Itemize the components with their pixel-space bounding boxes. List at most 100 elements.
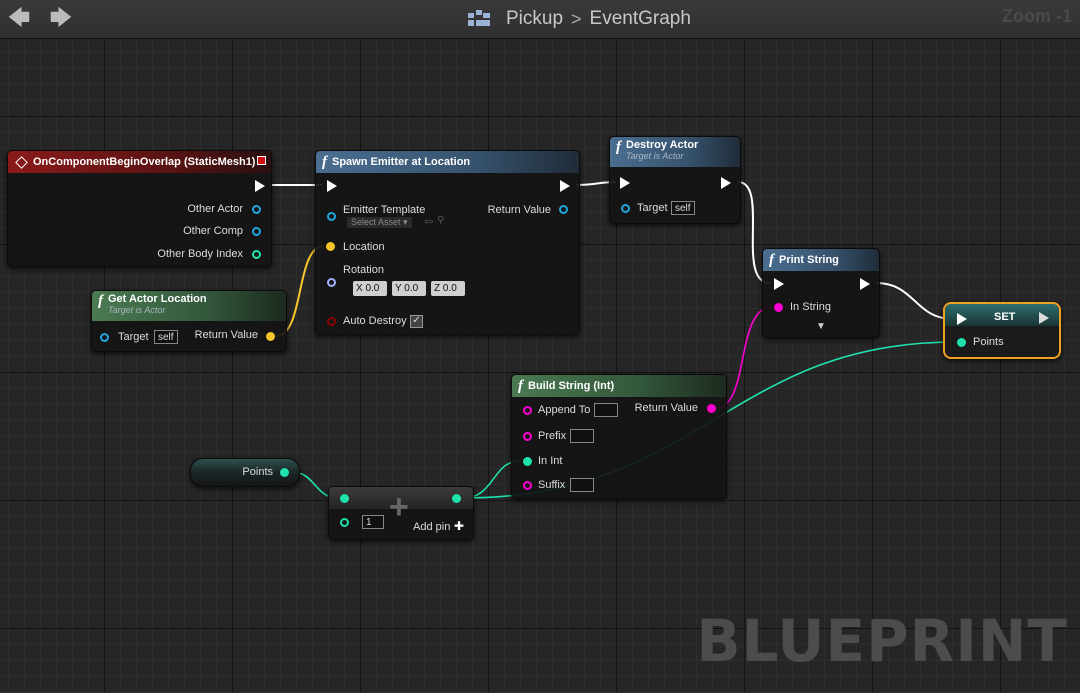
return-value-pin[interactable]	[707, 404, 716, 413]
event-diamond-icon	[15, 155, 28, 169]
forward-button[interactable]: 🡆	[48, 6, 74, 30]
pin-label: Prefix	[538, 430, 567, 442]
node-header: f Get Actor Location Target is Actor	[92, 291, 286, 321]
node-subtitle: Target is Actor	[626, 151, 684, 161]
exec-in-pin[interactable]	[620, 177, 630, 189]
browse-asset-icon[interactable]: ⇦	[424, 216, 434, 228]
zoom-level: Zoom -1	[1002, 6, 1072, 26]
other-comp-pin[interactable]	[252, 227, 261, 236]
pin-label: Return Value	[487, 204, 551, 216]
event-node-overlap[interactable]: OnComponentBeginOverlap (StaticMesh1) Ot…	[7, 150, 272, 267]
add-input-a-pin[interactable]	[340, 494, 349, 503]
points-output-pin[interactable]	[280, 468, 289, 477]
blueprint-watermark: BLUEPRINT	[696, 607, 1068, 675]
set-variable-node[interactable]: SET Points	[943, 302, 1061, 359]
suffix-pin[interactable]	[523, 481, 532, 490]
exec-in-pin[interactable]	[774, 278, 784, 290]
exec-in-pin[interactable]	[957, 313, 967, 325]
breadcrumb-graph[interactable]: EventGraph	[589, 8, 691, 29]
exec-wire-print-set	[875, 282, 954, 320]
select-asset-label: Select Asset	[351, 217, 401, 227]
node-title: OnComponentBeginOverlap (StaticMesh1)	[33, 156, 256, 168]
get-variable-node-points[interactable]: Points	[190, 458, 300, 487]
node-title: Destroy Actor	[626, 139, 699, 151]
node-subtitle: Target is Actor	[108, 305, 166, 315]
in-string-pin[interactable]	[774, 303, 783, 312]
suffix-field[interactable]	[570, 478, 594, 492]
search-icon[interactable]: ⚲	[437, 215, 445, 226]
delegate-pin-icon[interactable]	[257, 156, 266, 165]
location-pin[interactable]	[326, 242, 335, 251]
node-header: f Destroy Actor Target is Actor	[610, 137, 740, 167]
rotation-y-field[interactable]: Y 0.0	[392, 281, 426, 296]
function-node-spawn-emitter[interactable]: f Spawn Emitter at Location Emitter Temp…	[315, 150, 580, 335]
exec-out-pin[interactable]	[860, 278, 870, 290]
math-node-add-int[interactable]: + 1 Add pin ✚	[328, 486, 474, 540]
function-node-print-string[interactable]: f Print String In String ▼	[762, 248, 880, 338]
add-input-b-pin[interactable]	[340, 518, 349, 527]
add-input-b-field[interactable]: 1	[362, 515, 384, 529]
other-actor-pin[interactable]	[252, 205, 261, 214]
auto-destroy-pin[interactable]	[327, 317, 336, 326]
pin-label: Auto Destroy	[343, 315, 407, 327]
target-pin[interactable]	[100, 333, 109, 342]
points-input-pin[interactable]	[957, 338, 966, 347]
pin-label: Other Comp	[183, 225, 243, 237]
add-pin-label[interactable]: Add pin	[413, 521, 451, 533]
node-header: f Build String (Int)	[512, 375, 726, 397]
target-self-field[interactable]: self	[671, 201, 695, 215]
auto-destroy-checkbox[interactable]: ✓	[410, 315, 423, 328]
rotation-x-field[interactable]: X 0.0	[353, 281, 387, 296]
node-title: Build String (Int)	[528, 380, 615, 392]
pin-label: Location	[343, 241, 385, 253]
return-value-pin[interactable]	[266, 332, 275, 341]
target-self-field[interactable]: self	[154, 330, 178, 344]
function-icon: f	[98, 293, 103, 309]
node-header: f Print String	[763, 249, 879, 271]
pin-label: Other Actor	[187, 203, 243, 215]
blueprint-grid-icon	[468, 10, 490, 28]
node-header	[329, 487, 473, 509]
prefix-field[interactable]	[570, 429, 594, 443]
rotation-pin[interactable]	[327, 278, 336, 287]
other-body-index-pin[interactable]	[252, 250, 261, 259]
append-to-pin[interactable]	[523, 406, 532, 415]
return-value-pin[interactable]	[559, 205, 568, 214]
emitter-template-pin[interactable]	[327, 212, 336, 221]
pin-label: Append To	[538, 404, 591, 416]
function-node-get-actor-location[interactable]: f Get Actor Location Target is Actor Tar…	[91, 290, 287, 352]
add-pin-plus-icon[interactable]: ✚	[454, 519, 465, 533]
pin-label: Return Value	[634, 402, 698, 414]
chevron-down-icon: ▾	[403, 217, 408, 227]
function-icon: f	[322, 153, 327, 170]
select-asset-dropdown[interactable]: Select Asset ▾	[347, 217, 412, 228]
expand-arrow-icon[interactable]: ▼	[816, 321, 826, 332]
target-pin[interactable]	[621, 204, 630, 213]
breadcrumb: Pickup > EventGraph	[468, 6, 691, 32]
exec-in-pin[interactable]	[327, 180, 337, 192]
append-to-field[interactable]	[594, 403, 618, 417]
prefix-pin[interactable]	[523, 432, 532, 441]
exec-out-pin[interactable]	[560, 180, 570, 192]
pin-label: Return Value	[194, 329, 258, 341]
pin-label: In String	[790, 301, 831, 313]
function-node-destroy-actor[interactable]: f Destroy Actor Target is Actor Target s…	[609, 136, 741, 224]
pin-label: Emitter Template	[343, 204, 426, 216]
node-title: Print String	[779, 254, 839, 266]
pin-label: Suffix	[538, 479, 566, 491]
breadcrumb-blueprint[interactable]: Pickup	[506, 8, 564, 29]
node-title: Get Actor Location	[108, 293, 207, 305]
in-int-pin[interactable]	[523, 457, 532, 466]
back-button[interactable]: 🡄	[6, 6, 32, 30]
exec-out-pin[interactable]	[255, 180, 265, 192]
variable-label: Points	[242, 466, 273, 478]
pin-label: In Int	[538, 455, 563, 467]
rotation-z-field[interactable]: Z 0.0	[431, 281, 465, 296]
node-header: f Spawn Emitter at Location	[316, 151, 579, 173]
arrow-left-icon: 🡄	[7, 5, 31, 30]
add-output-pin[interactable]	[452, 494, 461, 503]
function-node-build-string-int[interactable]: f Build String (Int) Append To Return Va…	[511, 374, 727, 499]
exec-out-pin[interactable]	[1039, 312, 1049, 324]
exec-out-pin[interactable]	[721, 177, 731, 189]
